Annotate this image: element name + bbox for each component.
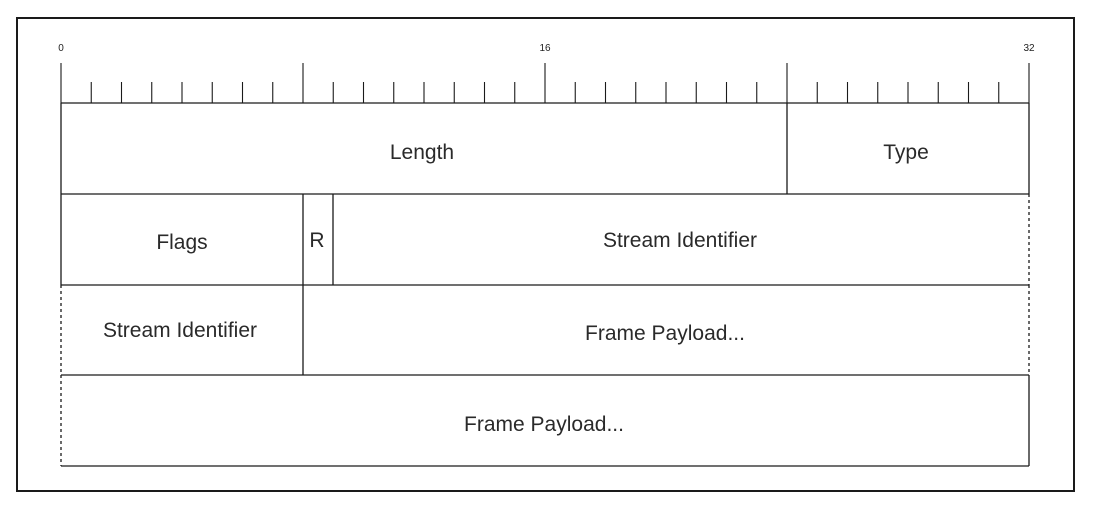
row-payload: Frame Payload... <box>60 374 1030 467</box>
field-stream-identifier: Stream Identifier <box>603 229 757 252</box>
field-type: Type <box>883 141 929 164</box>
row-length-type: Length Type <box>60 102 1030 194</box>
bit-label-mid: 16 <box>539 43 551 54</box>
field-reserved: R <box>309 229 324 252</box>
bit-label-start: 0 <box>58 43 64 54</box>
field-frame-payload-continued: Frame Payload... <box>464 413 624 436</box>
field-frame-payload: Frame Payload... <box>585 322 745 345</box>
row-stream-payload: Stream Identifier Frame Payload... <box>60 284 1030 375</box>
bit-ruler <box>60 63 1030 103</box>
bit-label-end: 32 <box>1023 43 1035 54</box>
field-flags: Flags <box>156 231 207 254</box>
field-stream-identifier-continued: Stream Identifier <box>103 319 257 342</box>
field-length: Length <box>390 141 454 164</box>
row-flags-stream: Flags R Stream Identifier <box>60 193 1030 285</box>
